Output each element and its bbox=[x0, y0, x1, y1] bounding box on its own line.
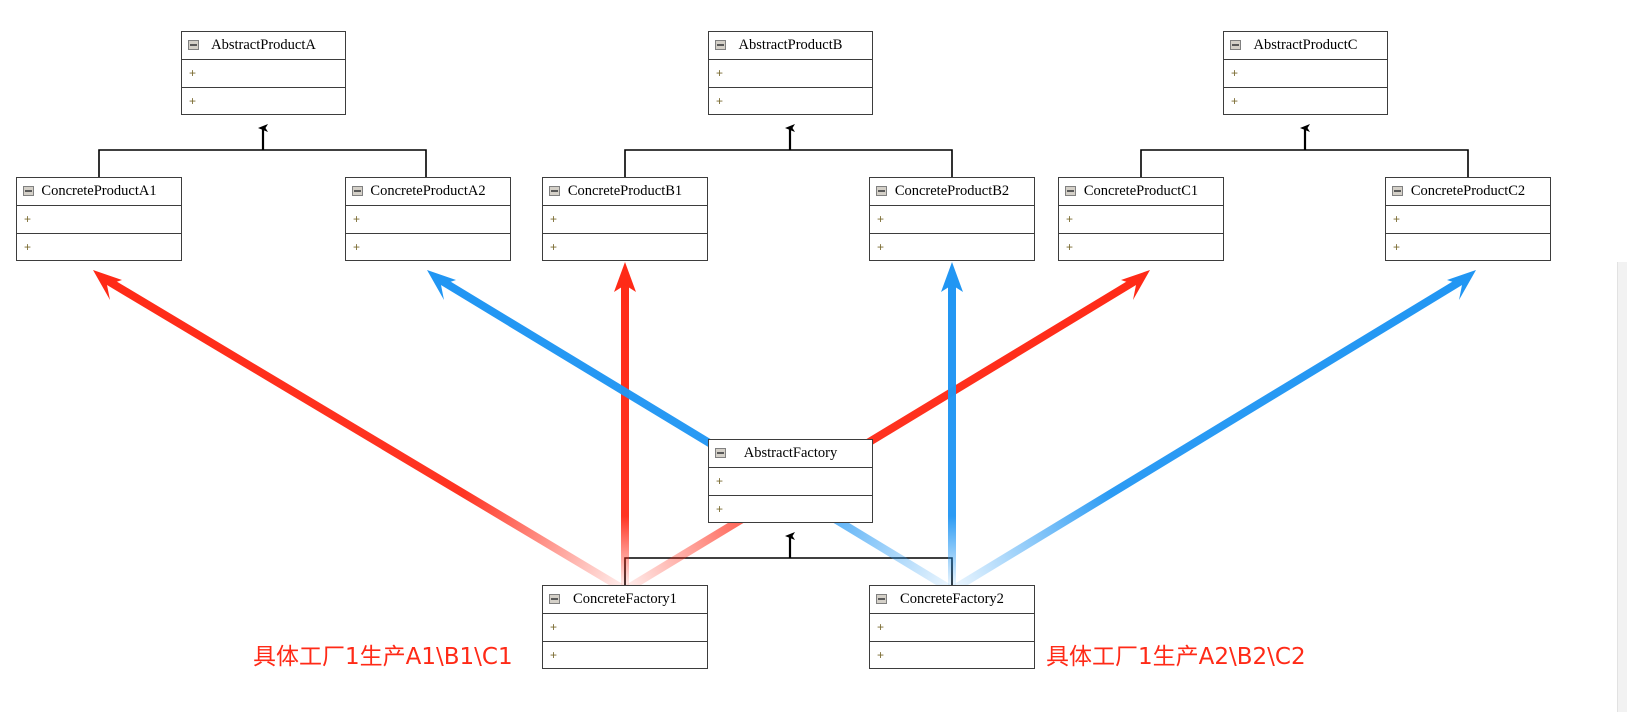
uml-member-row: + bbox=[877, 212, 885, 226]
uml-class-title: AbstractProductA bbox=[182, 32, 345, 60]
uml-class-concrete-product-b1[interactable]: ConcreteProductB1 + + bbox=[542, 177, 708, 261]
minus-box-icon[interactable] bbox=[876, 594, 887, 604]
uml-class-name: ConcreteProductC2 bbox=[1410, 183, 1526, 199]
uml-class-title: ConcreteProductA2 bbox=[346, 178, 510, 206]
uml-class-abstract-factory[interactable]: AbstractFactory + + bbox=[708, 439, 873, 523]
uml-member-row: + bbox=[550, 620, 558, 634]
uml-member-row: + bbox=[543, 233, 707, 260]
uml-class-abstract-product-a[interactable]: AbstractProductA + + bbox=[181, 31, 346, 115]
uml-class-title: ConcreteFactory1 bbox=[543, 586, 707, 614]
uml-class-title: AbstractFactory bbox=[709, 440, 872, 468]
uml-member-row: + bbox=[550, 212, 558, 226]
uml-class-title: ConcreteFactory2 bbox=[870, 586, 1034, 614]
minus-box-icon[interactable] bbox=[715, 40, 726, 50]
minus-box-icon[interactable] bbox=[1230, 40, 1241, 50]
minus-box-icon[interactable] bbox=[715, 448, 726, 458]
vertical-scrollbar[interactable] bbox=[1617, 262, 1627, 712]
uml-class-abstract-product-b[interactable]: AbstractProductB + + bbox=[708, 31, 873, 115]
uml-class-concrete-product-a1[interactable]: ConcreteProductA1 + + bbox=[16, 177, 182, 261]
uml-member-row: + bbox=[1393, 212, 1401, 226]
uml-class-title: ConcreteProductB2 bbox=[870, 178, 1034, 206]
generalization-product-b bbox=[624, 124, 953, 177]
uml-member-row: + bbox=[1224, 87, 1387, 114]
uml-member-row: + bbox=[1066, 212, 1074, 226]
uml-class-concrete-product-b2[interactable]: ConcreteProductB2 + + bbox=[869, 177, 1035, 261]
uml-class-title: ConcreteProductC1 bbox=[1059, 178, 1223, 206]
uml-member-row: + bbox=[1386, 233, 1550, 260]
uml-class-abstract-product-c[interactable]: AbstractProductC + + bbox=[1223, 31, 1388, 115]
uml-member-row: + bbox=[870, 641, 1034, 668]
uml-member-row: + bbox=[346, 233, 510, 260]
minus-box-icon[interactable] bbox=[549, 594, 560, 604]
uml-class-name: AbstractProductC bbox=[1253, 37, 1358, 53]
uml-class-name: ConcreteFactory2 bbox=[900, 591, 1004, 607]
uml-class-title: ConcreteProductC2 bbox=[1386, 178, 1550, 206]
uml-class-name: AbstractProductA bbox=[211, 37, 316, 53]
create-arrow-c1 bbox=[622, 270, 1150, 594]
uml-class-concrete-product-a2[interactable]: ConcreteProductA2 + + bbox=[345, 177, 511, 261]
minus-box-icon[interactable] bbox=[352, 186, 363, 196]
generalization-product-c bbox=[1140, 124, 1469, 177]
uml-class-title: ConcreteProductB1 bbox=[543, 178, 707, 206]
minus-box-icon[interactable] bbox=[549, 186, 560, 196]
uml-class-name: ConcreteProductB1 bbox=[567, 183, 683, 199]
uml-member-row: + bbox=[870, 233, 1034, 260]
uml-member-row: + bbox=[709, 87, 872, 114]
uml-member-row: + bbox=[1059, 233, 1223, 260]
create-arrow-a1 bbox=[93, 270, 628, 594]
create-arrow-a2 bbox=[427, 270, 955, 594]
create-arrow-c2 bbox=[949, 270, 1476, 594]
note-factory-1: 具体工厂1生产A1\B1\C1 bbox=[253, 644, 513, 670]
uml-class-name: ConcreteProductA2 bbox=[370, 183, 486, 199]
uml-class-title: AbstractProductB bbox=[709, 32, 872, 60]
uml-class-name: ConcreteProductC1 bbox=[1083, 183, 1199, 199]
uml-member-row: + bbox=[877, 620, 885, 634]
minus-box-icon[interactable] bbox=[1392, 186, 1403, 196]
uml-member-row: + bbox=[24, 212, 32, 226]
minus-box-icon[interactable] bbox=[1065, 186, 1076, 196]
uml-class-name: ConcreteProductA1 bbox=[41, 183, 157, 199]
uml-class-name: AbstractFactory bbox=[743, 445, 838, 461]
uml-class-concrete-factory-1[interactable]: ConcreteFactory1 + + bbox=[542, 585, 708, 669]
uml-class-name: AbstractProductB bbox=[738, 37, 843, 53]
create-arrow-b2 bbox=[941, 262, 963, 590]
uml-member-row: + bbox=[17, 233, 181, 260]
minus-box-icon[interactable] bbox=[188, 40, 199, 50]
minus-box-icon[interactable] bbox=[23, 186, 34, 196]
uml-class-name: ConcreteProductB2 bbox=[894, 183, 1010, 199]
note-factory-2: 具体工厂1生产A2\B2\C2 bbox=[1046, 644, 1306, 670]
uml-class-title: AbstractProductC bbox=[1224, 32, 1387, 60]
uml-class-concrete-product-c2[interactable]: ConcreteProductC2 + + bbox=[1385, 177, 1551, 261]
generalization-product-a bbox=[98, 124, 427, 177]
uml-class-concrete-factory-2[interactable]: ConcreteFactory2 + + bbox=[869, 585, 1035, 669]
uml-member-row: + bbox=[543, 641, 707, 668]
uml-member-row: + bbox=[182, 87, 345, 114]
uml-member-row: + bbox=[1231, 66, 1239, 80]
uml-member-row: + bbox=[189, 66, 197, 80]
uml-member-row: + bbox=[716, 66, 724, 80]
uml-member-row: + bbox=[709, 495, 872, 522]
uml-class-title: ConcreteProductA1 bbox=[17, 178, 181, 206]
minus-box-icon[interactable] bbox=[876, 186, 887, 196]
uml-class-name: ConcreteFactory1 bbox=[573, 591, 677, 607]
generalization-factory bbox=[624, 532, 953, 585]
create-arrow-b1 bbox=[614, 262, 636, 590]
uml-class-concrete-product-c1[interactable]: ConcreteProductC1 + + bbox=[1058, 177, 1224, 261]
uml-member-row: + bbox=[716, 474, 724, 488]
uml-member-row: + bbox=[353, 212, 361, 226]
